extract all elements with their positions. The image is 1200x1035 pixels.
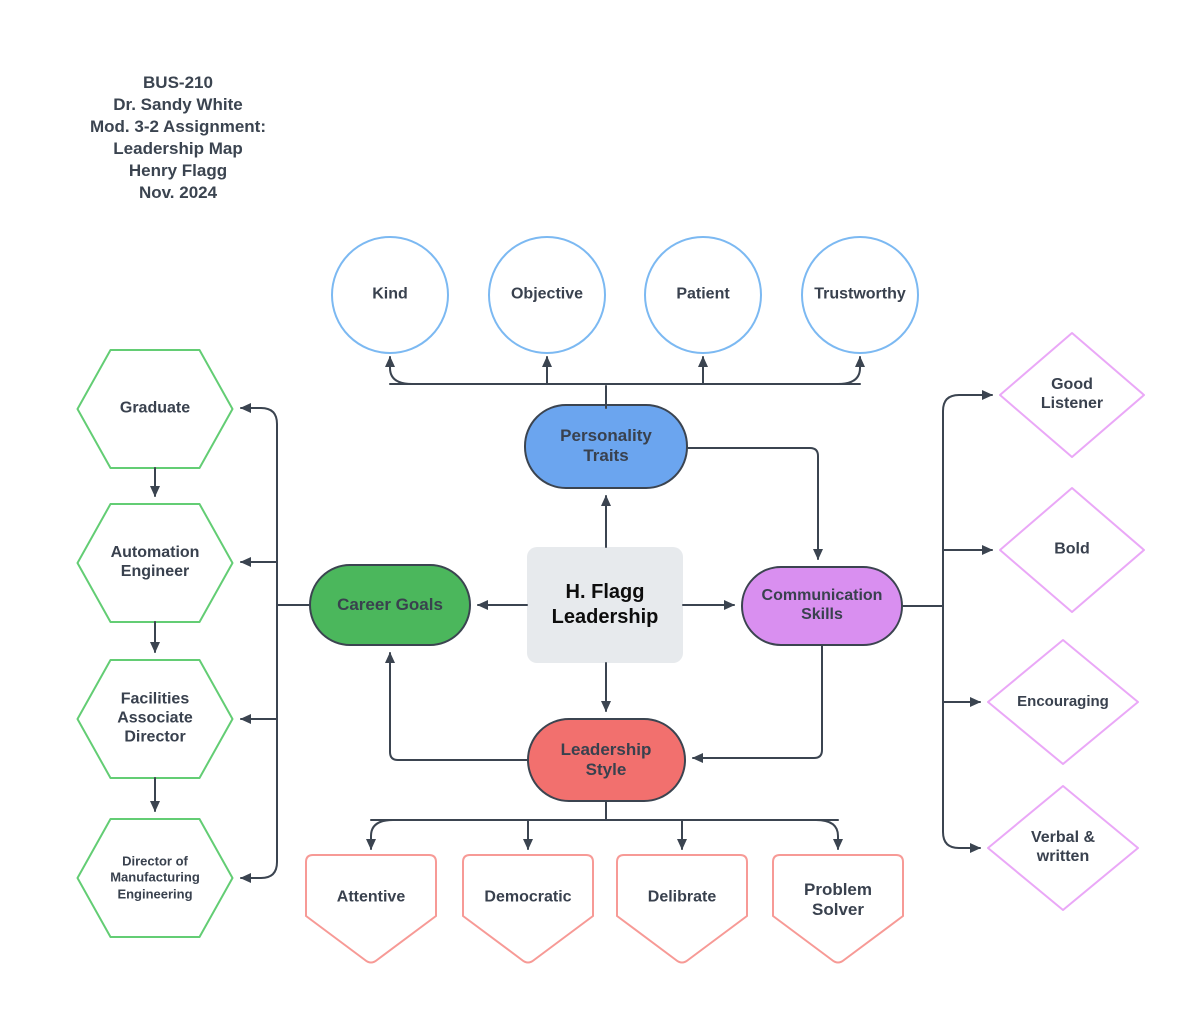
facilities-associate-director-hexagon	[76, 659, 234, 779]
attentive-label: Attentive	[336, 888, 406, 906]
patient-circle	[644, 236, 762, 354]
center-node-label: H. Flagg Leadership	[551, 581, 659, 628]
connector-to-verbal-written	[942, 605, 981, 853]
graduate-hexagon	[76, 349, 234, 469]
title-line-date: Nov. 2024	[138, 183, 218, 202]
director-of-manufacturing-engineering-hexagon	[76, 818, 234, 938]
leadership-style-label: Leadership Style	[560, 739, 652, 779]
kind-circle	[331, 236, 449, 354]
trustworthy-label: Trustworthy	[814, 285, 906, 303]
assignment-title-block: BUS-210 Dr. Sandy White Mod. 3-2 Assignm…	[38, 72, 318, 204]
title-line-module: Mod. 3-2 Assignment:	[90, 117, 266, 136]
good-listener-diamond	[999, 332, 1145, 458]
center-node-shape	[527, 547, 683, 663]
facilities-associate-director-label: Facilities Associate Director	[117, 690, 193, 746]
problem-solver-label: Problem Solver	[803, 879, 873, 919]
connector-leadership-to-career	[385, 652, 529, 761]
connector-personality-to-communication	[686, 447, 823, 560]
title-line-instructor: Dr. Sandy White	[113, 95, 243, 114]
problem-solver-shield	[772, 854, 904, 964]
title-line-student: Henry Flagg	[128, 161, 228, 180]
delibrate-shield	[616, 854, 748, 964]
title-line-assignment: Leadership Map	[113, 139, 243, 158]
career-goals-label: Career Goals	[337, 594, 443, 614]
good-listener-label: Good Listener	[1040, 376, 1104, 412]
connector-to-graduate	[240, 403, 278, 606]
connector-communication-to-leadership	[692, 644, 823, 763]
automation-engineer-label: Automation Engineer	[110, 544, 200, 580]
automation-engineer-hexagon	[76, 503, 234, 623]
personality-traits-label: Personality Traits	[560, 425, 652, 465]
connector-to-director-of-manufacturing	[240, 604, 278, 883]
connector-to-good-listener	[942, 390, 993, 607]
democratic-shield	[462, 854, 594, 964]
bold-diamond	[999, 487, 1145, 613]
communication-skills-label: Communication Skills	[761, 587, 883, 623]
delibrate-label: Delibrate	[647, 888, 717, 906]
trustworthy-circle	[801, 236, 919, 354]
verbal-written-diamond	[987, 785, 1139, 911]
director-of-manufacturing-engineering-label: Director of Manufacturing Engineering	[110, 853, 200, 902]
graduate-label: Graduate	[119, 399, 191, 417]
bold-label: Bold	[1054, 540, 1090, 558]
encouraging-diamond	[987, 639, 1139, 765]
democratic-label: Democratic	[484, 888, 572, 906]
title-line-course: BUS-210	[143, 73, 213, 92]
connector-to-attentive	[366, 819, 394, 850]
connector-lines	[150, 356, 993, 883]
kind-label: Kind	[372, 285, 408, 303]
connector-to-problem-solver	[815, 819, 843, 850]
connector-to-kind	[385, 356, 413, 385]
encouraging-label: Encouraging	[1017, 693, 1109, 711]
verbal-written-label: Verbal & written	[1030, 829, 1096, 865]
patient-label: Patient	[676, 285, 730, 303]
attentive-shield	[305, 854, 437, 964]
objective-label: Objective	[510, 285, 584, 303]
connector-to-trustworthy	[837, 356, 865, 385]
objective-circle	[488, 236, 606, 354]
